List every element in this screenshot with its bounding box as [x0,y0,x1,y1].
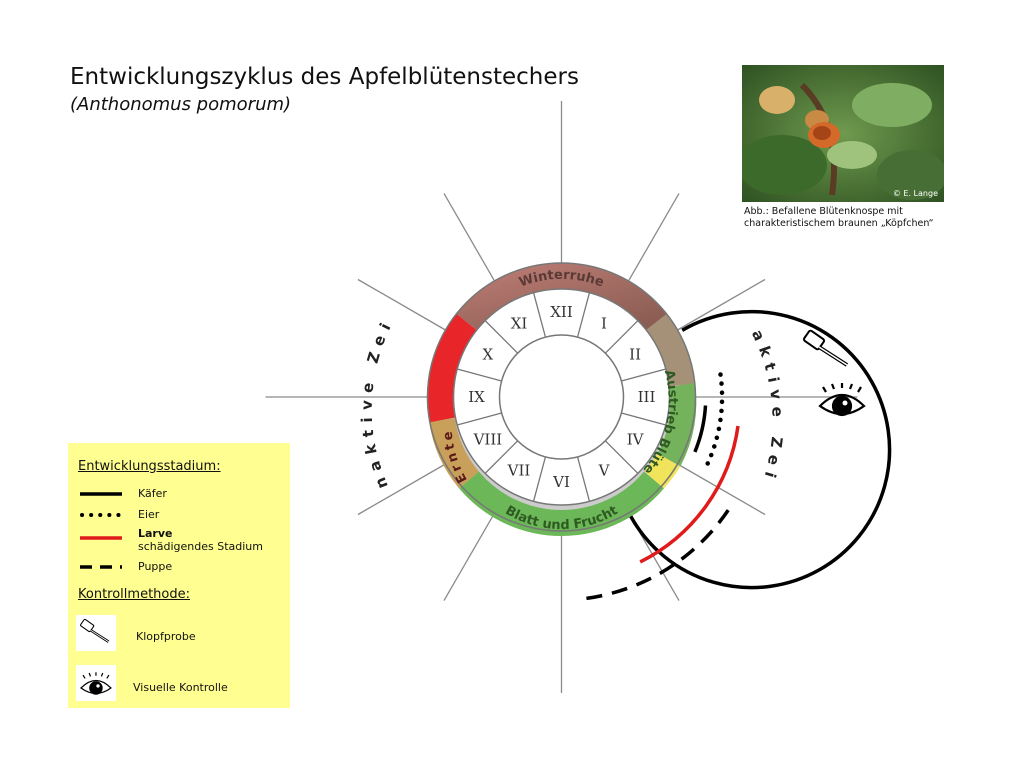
month-label: VII [507,462,531,480]
pupa-arc [577,509,730,602]
month-label: VIII [473,431,503,449]
legend-pupa-label: Puppe [138,560,173,573]
month-label: IX [468,388,485,406]
infested-bud-photo: © E. Lange [742,65,944,202]
month-divider [604,440,639,474]
legend-larva-symbol [80,536,122,540]
legend-pupa-symbol [80,565,122,569]
photo-caption: Abb.: Befallene Blütenknospe mit charakt… [744,206,954,230]
legend-hammer-box [76,615,116,651]
month-label: X [483,346,494,364]
month-divider [621,412,666,426]
harvest-segment [426,313,477,423]
month-label: XI [511,314,528,332]
month-spoke [357,463,446,516]
month-divider [604,320,639,354]
photo-credit: © E. Lange [893,189,938,198]
month-divider [576,456,591,502]
month-spoke [357,278,446,331]
month-label: V [598,462,611,480]
legend-hammer-icon [80,618,110,643]
month-spokes [265,101,858,693]
bloom-segment [657,383,697,467]
month-divider [457,412,502,426]
inactive-time-label: inaktive Zeit [0,0,398,491]
photo-caption-line2: charakteristischem braunen „Köpfchen“ [744,218,934,229]
eye-icon [818,383,866,417]
month-divider [484,440,519,474]
month-divider [457,368,502,382]
legend-eggs-label: Eier [138,508,160,521]
beetle-arc-winter [629,309,892,590]
winter-segment [456,262,667,331]
month-label: VI [552,473,570,491]
eggs-arc [704,372,725,468]
hammer-icon [802,329,849,367]
legend-larva-note: schädigendes Stadium [138,540,263,553]
month-spoke [677,463,766,516]
legend-panel: Entwicklungsstadium: Käfer Eier Larve sc… [68,443,290,708]
legend-knock-test-label: Klopfprobe [136,630,196,643]
month-divider [621,368,666,382]
photo-caption-line1: Abb.: Befallene Blütenknospe mit [744,206,903,217]
page-title: Entwicklungszyklus des Apfelblütensteche… [70,64,579,90]
month-divider [576,292,591,338]
month-label: XII [550,303,573,321]
legend-eye-box [76,665,116,701]
month-spoke [443,512,496,601]
phase-label-winter: Winterruhe [517,268,606,291]
month-divider [532,456,547,502]
fruit-segment [459,471,664,536]
legend-method-heading: Kontrollmethode: [78,587,190,602]
month-divider [532,292,547,338]
month-spoke [627,193,680,282]
month-spoke [443,193,496,282]
month-label: III [638,388,656,406]
page-subtitle: (Anthonomus pomorum) [70,94,292,115]
beetle-arc-spring [693,405,708,453]
legend-beetle-symbol [80,492,122,496]
legend-visual-check-label: Visuelle Kontrolle [133,681,228,694]
larva-arc [639,425,740,564]
legend-stage-heading: Entwicklungsstadium: [78,459,221,474]
month-spoke [677,278,766,331]
month-label: I [601,314,607,332]
month-label: IV [627,431,645,449]
stage-arcs [577,309,892,602]
legend-eye-icon [80,672,112,695]
legend-eggs-symbol [80,513,122,517]
month-divider [484,320,519,354]
month-label: II [629,346,641,364]
legend-larva-label: Larve [138,527,173,540]
legend-beetle-label: Käfer [138,487,167,500]
